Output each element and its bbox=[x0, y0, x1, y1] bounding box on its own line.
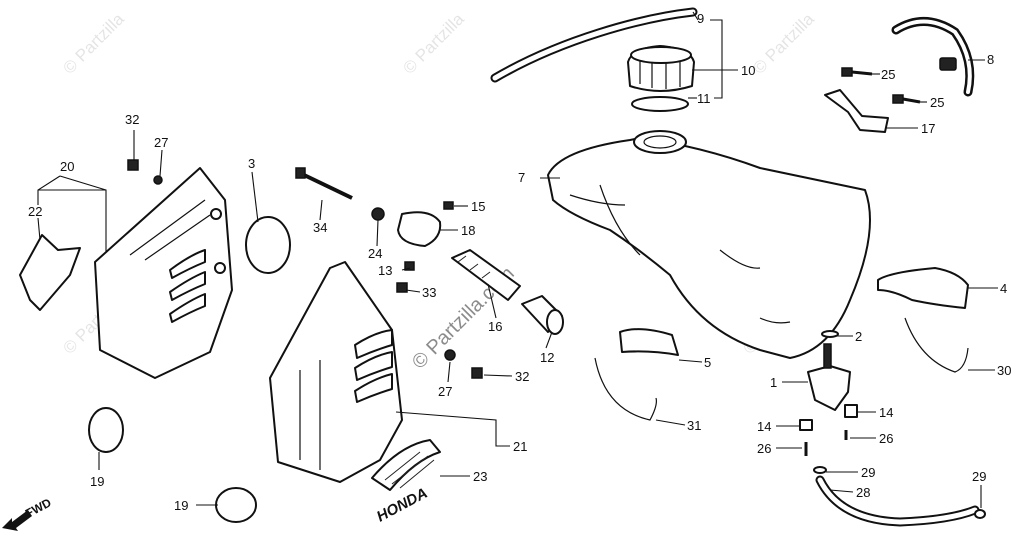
grommet-19a bbox=[88, 407, 124, 453]
callout-31: 31 bbox=[687, 418, 701, 433]
callout-7: 7 bbox=[518, 170, 525, 185]
callout-9: 9 bbox=[697, 11, 704, 26]
strap-30 bbox=[904, 317, 969, 373]
watermark-small: © Partzilla bbox=[749, 9, 818, 78]
clamp-18 bbox=[397, 211, 442, 247]
callout-11: 11 bbox=[697, 91, 711, 106]
heat-shield bbox=[877, 267, 969, 309]
fuel-line bbox=[813, 466, 986, 527]
callout-3: 3 bbox=[248, 156, 255, 171]
forward-arrow: FWD bbox=[2, 495, 54, 531]
callout-15: 15 bbox=[471, 199, 485, 214]
washer-27b bbox=[444, 349, 456, 361]
callout-33: 33 bbox=[422, 285, 436, 300]
callout-1: 1 bbox=[770, 375, 777, 390]
right-shroud bbox=[269, 261, 403, 483]
left-shroud bbox=[94, 167, 233, 379]
callout-8: 8 bbox=[987, 52, 994, 67]
rubber-pad bbox=[619, 328, 679, 356]
callout-29: 29 bbox=[972, 469, 986, 484]
cap-gasket bbox=[631, 96, 689, 112]
washer-24 bbox=[371, 207, 385, 221]
fuel-breather-tube bbox=[490, 7, 698, 83]
fuel-tank bbox=[547, 130, 871, 359]
tank-bracket bbox=[824, 89, 889, 133]
tank-strap bbox=[891, 17, 975, 97]
callouts: 9 10 11 7 8 25 25 17 4 30 5 31 2 1 14 14… bbox=[28, 11, 1011, 513]
callout-20: 20 bbox=[60, 159, 74, 174]
joint-tube bbox=[451, 249, 521, 301]
watermark-small: © Partzilla bbox=[399, 9, 468, 78]
grommet-19b bbox=[215, 487, 257, 523]
long-bolt bbox=[301, 172, 353, 200]
callout-32: 32 bbox=[125, 112, 139, 127]
fuel-cap bbox=[627, 45, 695, 92]
watermark-small: © Partzilla bbox=[59, 9, 128, 78]
callout-23: 23 bbox=[473, 469, 487, 484]
bolt-32a bbox=[127, 159, 139, 171]
callout-26: 26 bbox=[879, 431, 893, 446]
callout-22: 22 bbox=[28, 204, 42, 219]
callout-19: 19 bbox=[90, 474, 104, 489]
callout-25: 25 bbox=[930, 95, 944, 110]
bolt-25a bbox=[841, 67, 873, 77]
screw-33 bbox=[396, 282, 408, 293]
callout-19: 19 bbox=[174, 498, 188, 513]
leader-lines bbox=[37, 11, 998, 508]
bolt-25b bbox=[892, 94, 921, 104]
grommet-3 bbox=[245, 216, 291, 274]
callout-30: 30 bbox=[997, 363, 1011, 378]
callout-32: 32 bbox=[515, 369, 529, 384]
plug-12 bbox=[521, 295, 564, 335]
fuel-valve bbox=[799, 330, 858, 456]
callout-34: 34 bbox=[313, 220, 327, 235]
callout-10: 10 bbox=[741, 63, 755, 78]
screw-15 bbox=[443, 201, 454, 210]
callout-28: 28 bbox=[856, 485, 870, 500]
bolt-32b bbox=[471, 367, 483, 379]
long-bolt-head bbox=[295, 167, 306, 179]
callout-18: 18 bbox=[461, 223, 475, 238]
callout-16: 16 bbox=[488, 319, 502, 334]
left-decal bbox=[19, 234, 81, 311]
callout-13: 13 bbox=[378, 263, 392, 278]
callout-14: 14 bbox=[757, 419, 771, 434]
callout-5: 5 bbox=[704, 355, 711, 370]
callout-2: 2 bbox=[855, 329, 862, 344]
strap-31 bbox=[594, 357, 657, 421]
callout-14: 14 bbox=[879, 405, 893, 420]
callout-27: 27 bbox=[154, 135, 168, 150]
callout-24: 24 bbox=[368, 246, 382, 261]
callout-17: 17 bbox=[921, 121, 935, 136]
washer-27a bbox=[153, 175, 163, 185]
screw-13 bbox=[404, 261, 415, 271]
callout-25: 25 bbox=[881, 67, 895, 82]
emblem-text: HONDA bbox=[374, 485, 431, 526]
callout-4: 4 bbox=[1000, 281, 1007, 296]
direction-label: FWD bbox=[23, 495, 54, 520]
callout-21: 21 bbox=[513, 439, 527, 454]
callout-27: 27 bbox=[438, 384, 452, 399]
callout-12: 12 bbox=[540, 350, 554, 365]
callout-29: 29 bbox=[861, 465, 875, 480]
callout-26: 26 bbox=[757, 441, 771, 456]
